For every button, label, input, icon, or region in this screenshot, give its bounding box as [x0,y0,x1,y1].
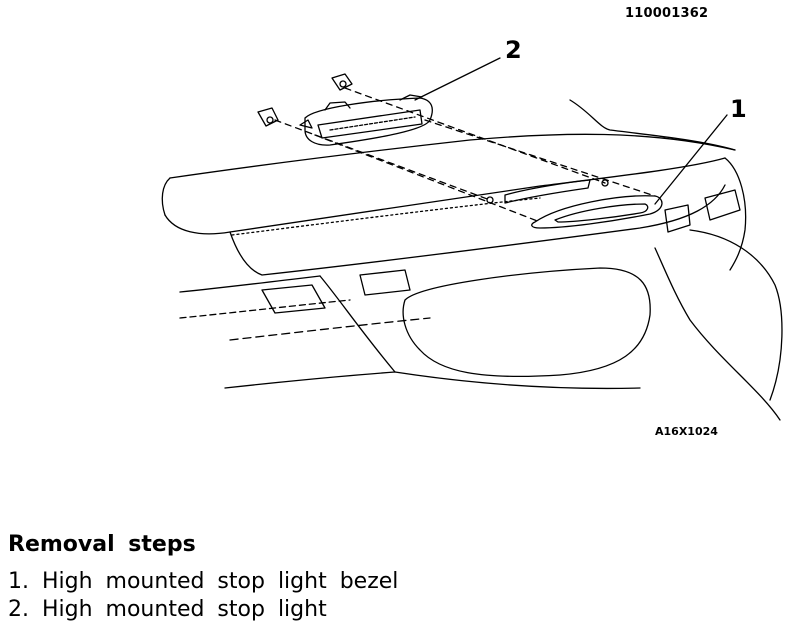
leader-line-1 [654,114,728,205]
leader-line-2 [414,57,501,101]
spoiler-lip [164,157,726,235]
document-id: 110001362 [625,6,709,21]
callout-2: 2 [505,36,522,64]
left-tail-light [261,284,326,314]
stop-light-bezel [531,195,663,229]
spoiler-top-edge [169,133,736,179]
removal-steps-title: Removal steps [8,532,196,557]
right-tail-light-outer [704,189,741,221]
callout-1: 1 [730,95,747,123]
right-tail-light-inner [664,204,691,233]
mounting-slot [504,179,591,204]
left-body-line [179,275,321,293]
roof-line [569,99,736,151]
trunk-panel [229,184,726,276]
clip-upper [331,73,353,91]
figure-code: A16X1024 [655,425,718,438]
removal-step: 1. High mounted stop light bezel [8,569,399,594]
removal-step: 2. High mounted stop light [8,597,327,622]
center-emblem [359,269,411,296]
high-mounted-stop-light [299,94,433,146]
clip-lower [257,107,279,127]
removal-steps-list: 1. High mounted stop light bezel 2. High… [8,568,398,624]
right-bumper [689,229,783,401]
license-recess [402,267,651,378]
